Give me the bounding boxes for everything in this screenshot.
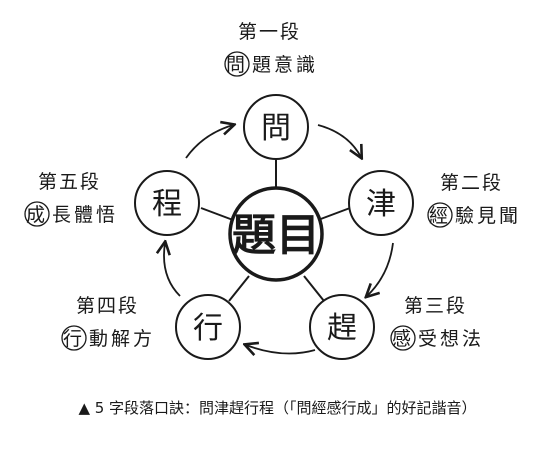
node-circle [134,170,200,236]
arrow-1-to-2 [317,124,361,157]
arrow-3-to-4 [246,345,316,354]
stage-title: 第二段 [440,172,503,194]
stage-rest: 驗見聞 [455,205,521,227]
spoke-5 [200,207,234,221]
stage-rest: 受想法 [418,328,484,350]
spoke-3 [303,275,325,302]
stage-prefix: 成 [26,204,48,226]
node-label: 問 [261,111,291,146]
node-label: 趕 [327,311,357,346]
center-circle [228,186,324,282]
stage-rest: 題意識 [252,54,318,76]
center-label: 題目 [232,210,320,261]
node-wen: 問 [243,94,309,160]
stage-rest: 長體悟 [52,204,118,226]
stage-prefix: 感 [392,328,414,350]
stage-label-4: 第四段 行 動解方 [61,295,155,351]
node-circle [348,170,414,236]
stage-prefix: 問 [226,54,248,76]
stage-label-5: 第五段 成 長體悟 [24,171,118,227]
prefix-circle [24,201,50,227]
arrow-2-to-3 [367,242,394,296]
stage-title: 第四段 [76,295,139,317]
cycle-arrows [164,124,394,354]
stage-title: 第三段 [404,295,467,317]
prefix-circle [61,325,87,351]
stage-label-2: 第二段 經 驗見聞 [427,172,521,228]
arrow-4-to-5 [164,243,181,297]
node-circle [243,94,309,160]
stage-prefix: 行 [63,328,85,350]
stage-rest: 動解方 [89,328,155,350]
figure-caption: ▲ 5 字段落口訣：問津趕行程（「問經感行成」的好記諧音） [78,399,477,417]
prefix-circle [427,202,453,228]
node-gan: 趕 [309,294,375,360]
node-label: 津 [366,187,396,222]
spokes [200,159,351,302]
node-circle [309,294,375,360]
prefix-circle [390,325,416,351]
node-xing: 行 [175,294,241,360]
node-circle [175,294,241,360]
stage-prefix: 經 [429,205,451,227]
stage-label-1: 第一段 問 題意識 [224,21,318,77]
stage-title: 第一段 [238,21,301,43]
arrow-5-to-1 [185,125,233,159]
spoke-2 [317,207,351,221]
stage-title: 第五段 [38,171,101,193]
node-label: 程 [152,187,182,222]
prefix-circle [224,51,250,77]
stage-label-3: 第三段 感 受想法 [390,295,484,351]
node-label: 行 [193,311,223,346]
node-cheng: 程 [134,170,200,236]
node-jin: 津 [348,170,414,236]
spoke-4 [228,275,250,302]
